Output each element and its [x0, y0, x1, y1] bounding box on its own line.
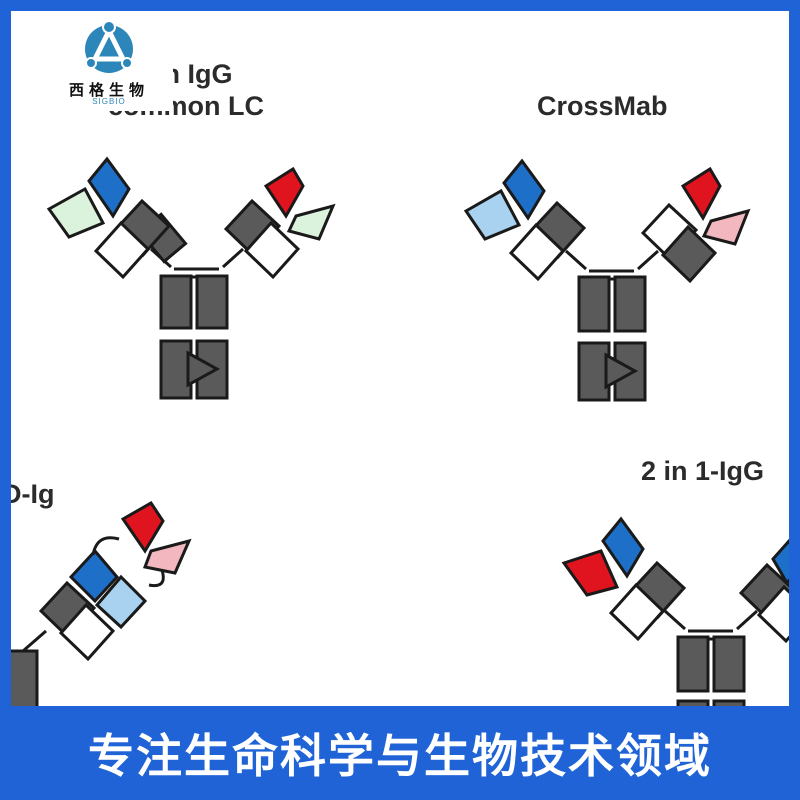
panel-label-dvd-ig: D-Ig — [11, 479, 55, 509]
triangle-circle-logo-icon — [85, 20, 133, 73]
logo-name-english: SIGBIO — [92, 97, 126, 106]
antibody-dvd-ig — [11, 501, 192, 706]
diagram-canvas: ith IgG common LC CrossMab D-Ig 2 in 1-I… — [11, 11, 789, 706]
footer-banner: 专注生命科学与生物技术领域 — [0, 706, 800, 800]
antibody-knob-into-hole — [46, 156, 336, 400]
antibody-crossmab — [463, 158, 751, 402]
company-logo: 西格生物 SIGBIO — [45, 13, 173, 111]
antibody-two-in-one — [561, 516, 789, 706]
logo-name-chinese: 西格生物 — [68, 81, 149, 99]
panel-label-two-in-one: 2 in 1-IgG — [641, 456, 765, 486]
footer-slogan: 专注生命科学与生物技术领域 — [88, 729, 712, 783]
panel-label-crossmab: CrossMab — [537, 91, 668, 121]
antibody-diagram — [11, 156, 789, 706]
